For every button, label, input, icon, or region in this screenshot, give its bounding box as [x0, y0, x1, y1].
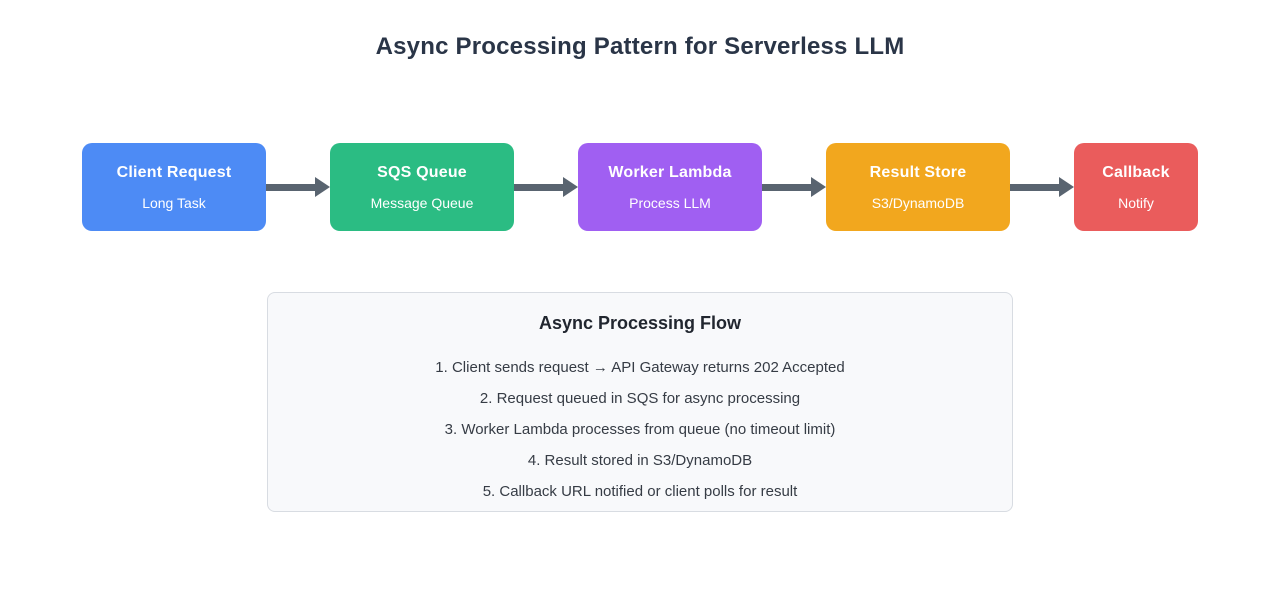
- node-subtitle: Message Queue: [370, 194, 474, 211]
- arrow-shaft: [266, 183, 315, 191]
- node-subtitle: Process LLM: [629, 194, 711, 211]
- arrow-head-icon: [315, 177, 330, 197]
- node-subtitle: Notify: [1118, 194, 1154, 211]
- node-subtitle: S3/DynamoDB: [871, 194, 965, 211]
- flow-node-sqs-queue: SQS Queue Message Queue: [330, 143, 514, 231]
- flow-step: 2. Request queued in SQS for async proce…: [479, 390, 801, 407]
- node-title: Callback: [1102, 163, 1170, 181]
- flow-step: 4. Result stored in S3/DynamoDB: [527, 452, 753, 469]
- node-title: Worker Lambda: [608, 163, 732, 181]
- node-subtitle: Long Task: [142, 194, 206, 211]
- flow-node-client-request: Client Request Long Task: [82, 143, 266, 231]
- flow-row: Client Request Long Task SQS Queue Messa…: [0, 143, 1280, 231]
- arrow-shaft: [514, 183, 563, 191]
- flow-node-callback: Callback Notify: [1074, 143, 1198, 231]
- node-title: SQS Queue: [377, 163, 467, 181]
- flow-step: 1. Client sends request → API Gateway re…: [435, 359, 845, 376]
- flow-node-worker-lambda: Worker Lambda Process LLM: [578, 143, 762, 231]
- flow-arrow: [762, 177, 826, 197]
- flow-arrow: [514, 177, 578, 197]
- flow-arrow: [1010, 177, 1074, 197]
- arrow-head-icon: [563, 177, 578, 197]
- flow-steps-list: 1. Client sends request → API Gateway re…: [288, 352, 992, 507]
- arrow-shaft: [1010, 183, 1059, 191]
- flow-arrow: [266, 177, 330, 197]
- panel-title: Async Processing Flow: [538, 313, 742, 333]
- node-title: Result Store: [869, 163, 967, 181]
- flow-node-result-store: Result Store S3/DynamoDB: [826, 143, 1010, 231]
- flow-step: 3. Worker Lambda processes from queue (n…: [444, 421, 836, 438]
- flow-description-panel: Async Processing Flow 1. Client sends re…: [267, 292, 1013, 512]
- arrow-head-icon: [1059, 177, 1074, 197]
- flow-step: 5. Callback URL notified or client polls…: [482, 483, 798, 500]
- diagram-title: Async Processing Pattern for Serverless …: [375, 33, 905, 60]
- node-title: Client Request: [116, 163, 232, 181]
- arrow-head-icon: [811, 177, 826, 197]
- arrow-shaft: [762, 183, 811, 191]
